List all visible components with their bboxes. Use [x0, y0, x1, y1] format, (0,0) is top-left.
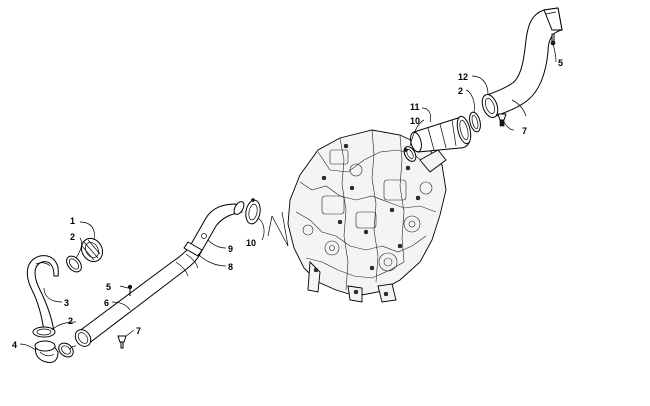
upper-intake-duct	[481, 7, 563, 119]
callout-labels: 1 2 3 2 4 5 6 7 9 8 10 11 10 2 12 5 7	[12, 58, 563, 350]
callout-11: 11	[410, 102, 420, 112]
intake-tube	[74, 201, 245, 347]
callout-7: 7	[136, 326, 141, 336]
callout-2: 2	[70, 232, 75, 242]
elbow-hose	[26, 255, 59, 333]
callout-2: 2	[458, 86, 463, 96]
hose-clamp	[245, 198, 261, 225]
bead-ring	[183, 241, 203, 257]
callout-10: 10	[246, 238, 256, 248]
engine-assembly	[287, 129, 447, 303]
hose-clamp	[403, 146, 417, 162]
callout-12: 12	[458, 72, 468, 82]
callout-2: 2	[68, 316, 73, 326]
callout-10: 10	[410, 116, 420, 126]
callout-9: 9	[228, 244, 233, 254]
coupler	[80, 237, 104, 263]
callout-5: 5	[106, 282, 111, 292]
callout-4: 4	[12, 340, 17, 350]
callout-1: 1	[70, 216, 75, 226]
intake-bend	[34, 340, 59, 363]
callout-5: 5	[558, 58, 563, 68]
leader-lines	[19, 43, 557, 351]
callout-8: 8	[228, 262, 233, 272]
screw	[550, 33, 556, 46]
hose-clamp	[66, 255, 82, 273]
callout-3: 3	[64, 298, 69, 308]
callout-7: 7	[522, 126, 527, 136]
hose-clamp	[58, 342, 74, 358]
screw	[127, 284, 133, 296]
callout-6: 6	[104, 298, 109, 308]
intake-boot	[410, 115, 472, 153]
hose-clamp	[32, 326, 56, 338]
hose-clamp	[469, 111, 481, 133]
push-rivet	[117, 335, 127, 349]
push-rivet	[497, 113, 507, 127]
